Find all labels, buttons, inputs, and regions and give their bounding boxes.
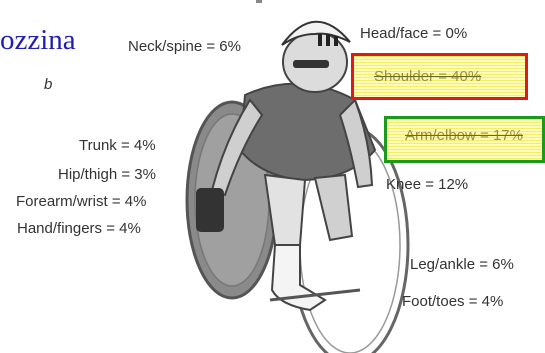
slide-title: ozzina: [0, 24, 76, 56]
label-trunk: Trunk = 4%: [79, 137, 156, 155]
label-arm-elbow: Arm/elbow = 17%: [405, 127, 523, 145]
label-head-face: Head/face = 0%: [360, 25, 467, 43]
label-neck-spine: Neck/spine = 6%: [128, 38, 241, 56]
label-shoulder: Shoulder = 40%: [374, 68, 481, 86]
arm-elbow-highlight-box: Arm/elbow = 17%: [384, 116, 545, 163]
label-hand-fingers: Hand/fingers = 4%: [17, 220, 141, 238]
label-forearm-wrist: Forearm/wrist = 4%: [16, 193, 146, 211]
shoulder-highlight-box: Shoulder = 40%: [351, 53, 528, 100]
label-hip-thigh: Hip/thigh = 3%: [58, 166, 156, 184]
left-glove: [196, 188, 224, 232]
figure-label: b: [44, 76, 52, 93]
label-foot-toes: Foot/toes = 4%: [402, 293, 503, 311]
label-leg-ankle: Leg/ankle = 6%: [410, 256, 514, 274]
label-knee: Knee = 12%: [386, 176, 468, 194]
